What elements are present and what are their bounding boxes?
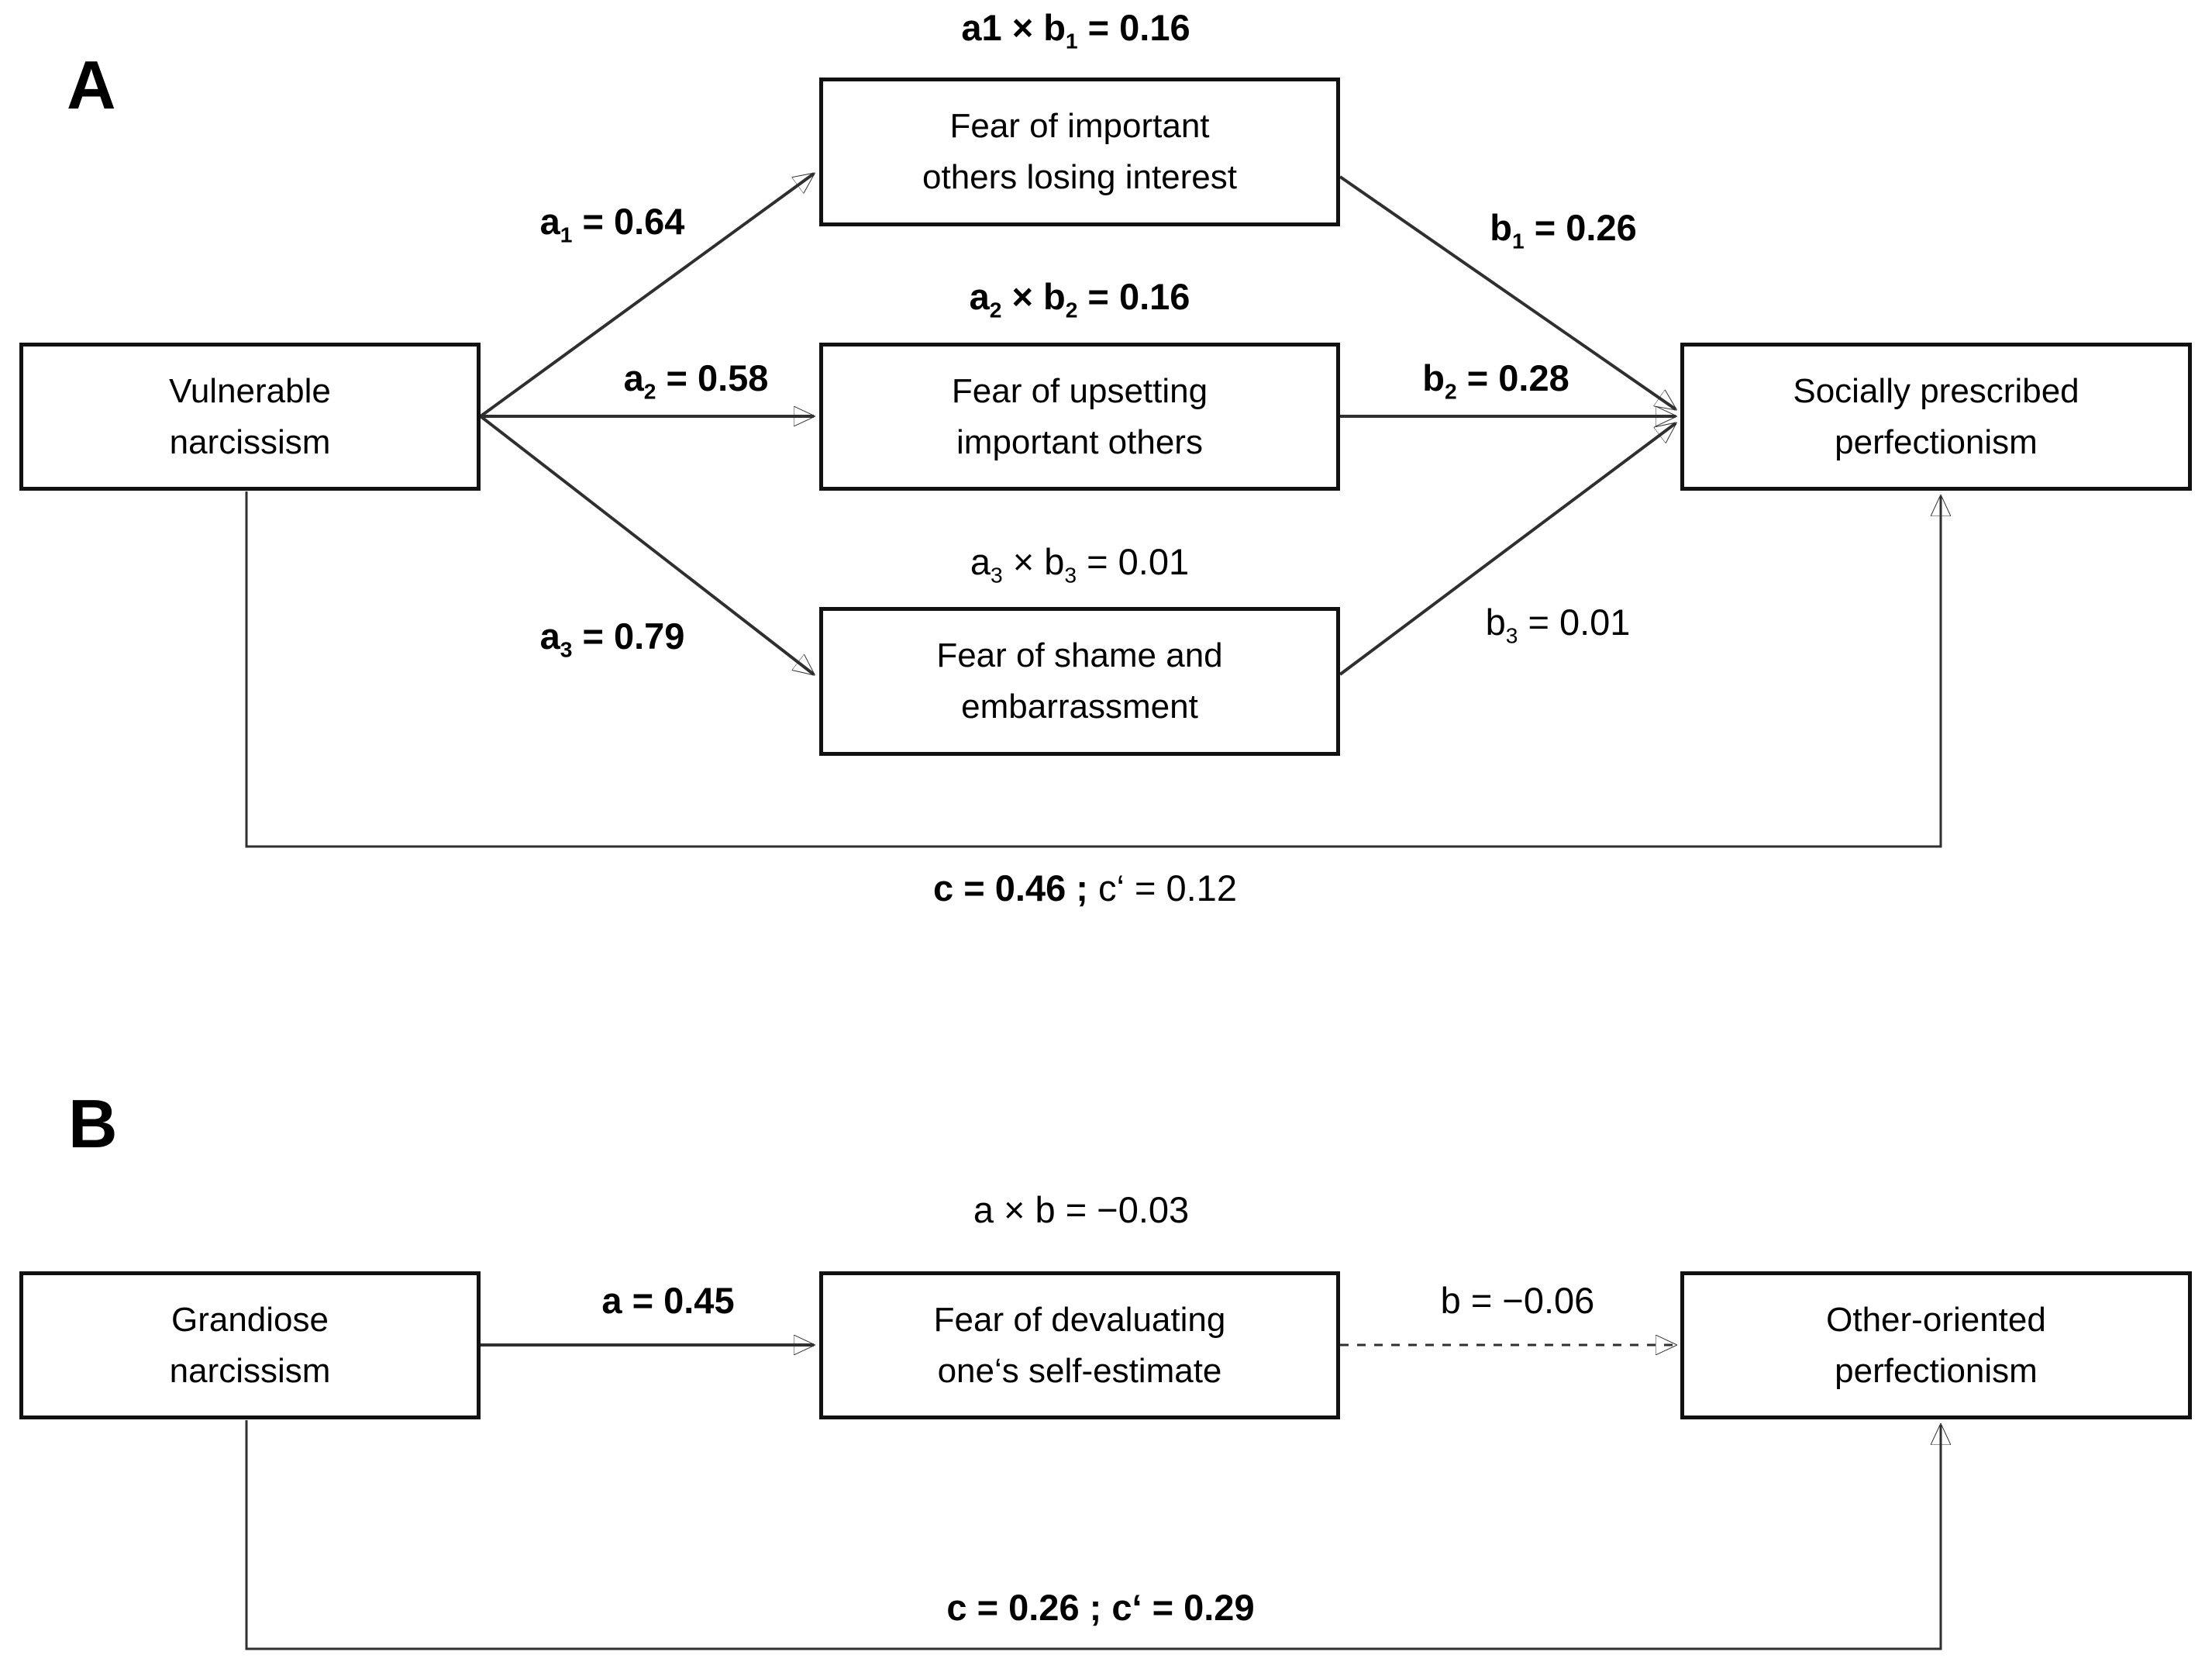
label-a3: a3 = 0.79 <box>539 616 685 662</box>
label-c-panel-a: c = 0.46 ; c‘ = 0.12 <box>933 867 1237 909</box>
label-indirect-a2b2: a2 × b2 = 0.16 <box>969 276 1190 322</box>
box-fear-losing-interest: Fear of important others losing interest <box>819 78 1340 226</box>
arrow-path-b3 <box>1339 423 1676 676</box>
box-fear-upsetting: Fear of upsetting important others <box>819 343 1340 491</box>
label-indirect-a3b3: a3 × b3 = 0.01 <box>970 541 1190 588</box>
arrow-path-c-direct-a <box>245 491 1941 848</box>
label-a-panel-b: a = 0.45 <box>601 1280 735 1321</box>
label-b3: b3 = 0.01 <box>1485 602 1631 648</box>
box-socially-prescribed: Socially prescribed perfectionism <box>1680 343 2192 491</box>
label-b-panel-b: b = −0.06 <box>1440 1280 1595 1321</box>
box-fear-shame: Fear of shame and embarrassment <box>819 607 1340 756</box>
arrow-path-c-direct-b <box>245 1420 1941 1650</box>
box-fear-devaluating: Fear of devaluating one‘s self-estimate <box>819 1271 1340 1419</box>
label-c-panel-b: c = 0.26 ; c‘ = 0.29 <box>946 1587 1255 1628</box>
box-vulnerable-narcissism: Vulnerable narcissism <box>19 343 481 491</box>
label-indirect-a1b1: a1 × b1 = 0.16 <box>961 7 1190 53</box>
box-other-oriented: Other-oriented perfectionism <box>1680 1271 2192 1419</box>
label-b2: b2 = 0.28 <box>1422 357 1569 404</box>
box-grandiose-narcissism: Grandiose narcissism <box>19 1271 481 1419</box>
label-b1: b1 = 0.26 <box>1490 207 1637 253</box>
arrow-path-a1 <box>479 174 814 418</box>
label-indirect-ab: a × b = −0.03 <box>973 1189 1190 1230</box>
arrow-path-a3 <box>479 415 814 674</box>
panel-a-tag: A <box>67 47 116 123</box>
label-a2: a2 = 0.58 <box>623 357 769 404</box>
label-a1: a1 = 0.64 <box>539 201 685 247</box>
panel-b-tag: B <box>68 1085 118 1162</box>
arrow-path-b1 <box>1339 175 1676 409</box>
